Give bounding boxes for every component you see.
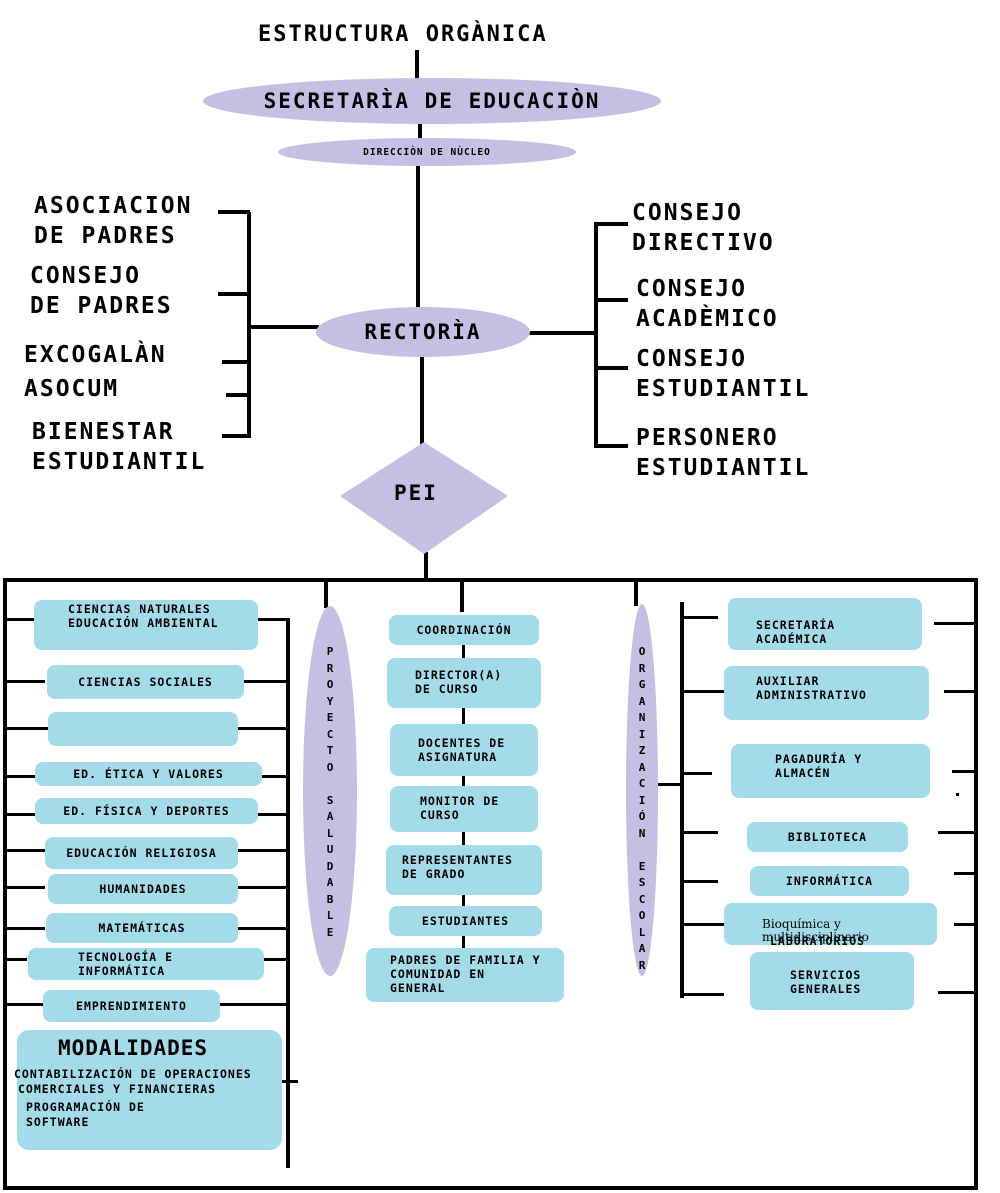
modalidades-line-3: PROGRAMACIÓN DE SOFTWARE [26,1100,145,1129]
page-title: ESTRUCTURA ORGÀNICA [258,22,548,47]
auxiliar-administrativo-box: AUXILIAR ADMINISTRATIVO [724,666,929,720]
consejo-padres-label: CONSEJO DE PADRES [30,263,173,319]
modalidades-title: MODALIDADES [58,1036,209,1060]
laboratorios-box: LABORATORIOS [724,903,937,948]
modalidades-line-2: COMERCIALES Y FINANCIERAS [18,1082,217,1096]
excogalan-label: EXCOGALÀN [24,342,167,368]
rectoria-label: RECTORÌA [364,320,482,344]
asociacion-padres-label: ASOCIACION DE PADRES [34,193,193,249]
secretaria-academica-box: SECRETARÍA ACADÉMICA [728,598,922,650]
organizacion-escolar-label: O R G A N I Z A C I Ó N E S C O L A R [638,645,646,972]
direccion-nucleo-label: DIRECCIÒN DE NÙCLEO [363,146,491,158]
secretaria-educacion-node: SECRETARÌA DE EDUCACIÒN [203,78,661,124]
organizacion-escolar-node [626,604,658,976]
area-ciencias-naturales: CIENCIAS NATURALES EDUCACIÓN AMBIENTAL [34,600,258,650]
personero-estudiantil-label: PERSONERO ESTUDIANTIL [636,425,811,481]
direccion-nucleo-node: DIRECCIÒN DE NÙCLEO [278,138,576,166]
bienestar-estudiantil-label: BIENESTAR ESTUDIANTIL [32,419,207,475]
informatica-box: INFORMÁTICA [750,866,909,896]
servicios-generales-box: SERVICIOS GENERALES [750,952,914,1010]
area-educacion-artistica [48,712,238,746]
pagaduria-almacen-box: PAGADURÍA Y ALMACÉN [731,744,930,798]
asocum-label: ASOCUM [24,376,120,402]
proyecto-saludable-node [303,606,357,976]
rectoria-node: RECTORÌA [316,307,530,357]
area-ciencias-sociales: CIENCIAS SOCIALES [47,665,244,699]
docentes-asignatura-box: DOCENTES DE ASIGNATURA [390,724,538,776]
area-matematicas: MATEMÁTICAS [46,913,238,943]
area-educacion-fisica: ED. FÍSICA Y DEPORTES [35,798,258,824]
representantes-grado-box: REPRESENTANTES DE GRADO [386,845,542,895]
laboratorios-title: LABORATORIOS [770,934,866,948]
consejo-directivo-label: CONSEJO DIRECTIVO [632,200,775,256]
area-emprendimiento: EMPRENDIMIENTO [43,990,220,1022]
area-humanidades: HUMANIDADES [48,874,238,904]
proyecto-saludable-label: P R O Y E C T O S A L U D A B L E [326,645,334,939]
consejo-estudiantil-label: CONSEJO ESTUDIANTIL [636,346,811,402]
pei-label: PEI [394,481,438,505]
biblioteca-box: BIBLIOTECA [747,822,908,852]
laboratorios-subtitle: Bioquímica y multidisciplinario [762,917,869,944]
monitor-curso-box: MONITOR DE CURSO [390,786,538,832]
area-etica-valores: ED. ÉTICA Y VALORES [35,762,262,786]
director-curso-box: DIRECTOR(A) DE CURSO [387,658,541,708]
coordinacion-box: COORDINACIÓN [389,615,539,645]
consejo-academico-label: CONSEJO ACADÈMICO [636,276,779,332]
pei-diamond [340,442,508,554]
modalidades-line-1: CONTABILIZACIÓN DE OPERACIONES [14,1067,252,1081]
modalidades-box [17,1030,282,1150]
secretaria-educacion-label: SECRETARÌA DE EDUCACIÒN [263,89,601,113]
area-educacion-religiosa: EDUCACIÓN RELIGIOSA [45,837,238,869]
area-tecnologia-informatica: TECNOLOGÍA E INFORMÁTICA [28,948,264,980]
padres-familia-box: PADRES DE FAMILIA Y COMUNIDAD EN GENERAL [366,948,564,1002]
estudiantes-box: ESTUDIANTES [389,906,542,936]
